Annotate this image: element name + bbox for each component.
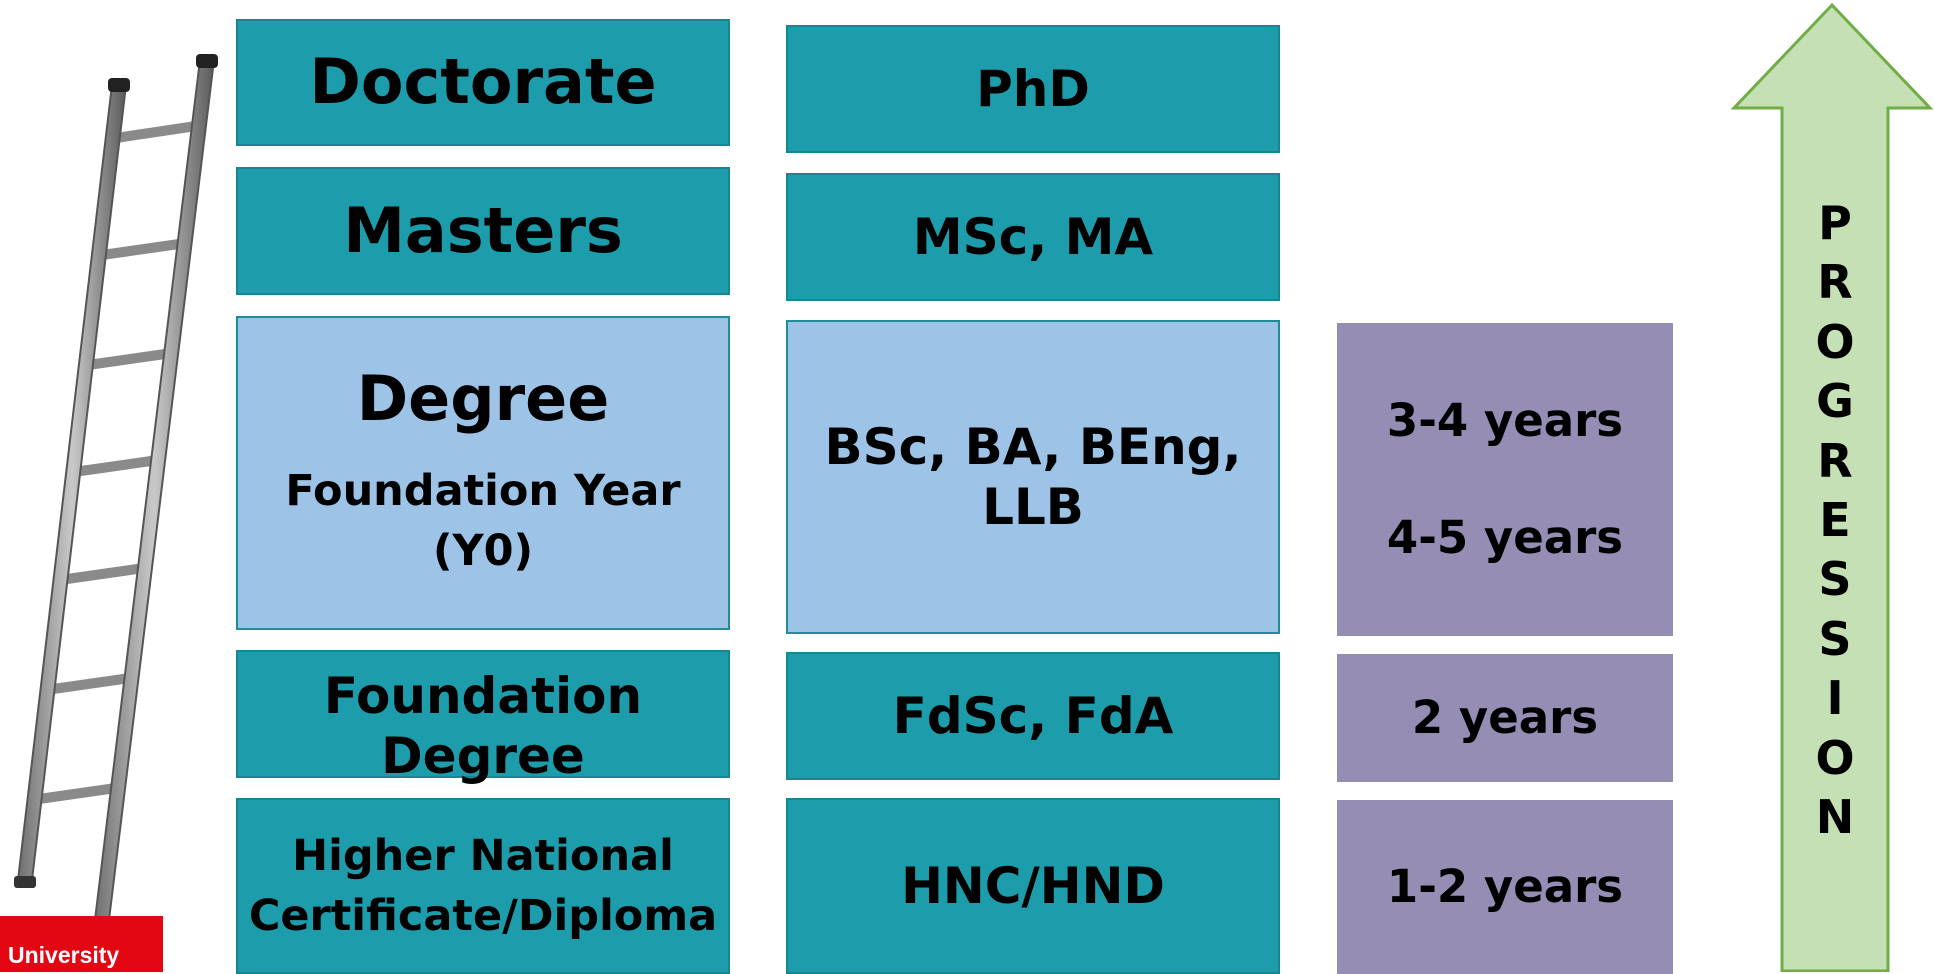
level-degree: Degree Foundation Year (Y0) (236, 316, 730, 630)
university-logo: University (0, 916, 163, 972)
duration-foundation-degree: 2 years (1337, 654, 1673, 782)
qual-degree-label-line2: LLB (982, 478, 1084, 536)
duration-hn-label: 1-2 years (1386, 860, 1624, 913)
qual-doctorate: PhD (786, 25, 1280, 153)
progression-letter: S (1818, 611, 1852, 666)
qual-degree-label-line1: BSc, BA, BEng, (824, 418, 1242, 476)
qual-hn-label: HNC/HND (901, 857, 1165, 915)
level-doctorate-label: Doctorate (309, 45, 657, 119)
progression-letter: G (1816, 374, 1854, 429)
qual-foundation-degree-label: FdSc, FdA (892, 687, 1174, 745)
progression-letter: O (1815, 314, 1855, 369)
level-doctorate: Doctorate (236, 19, 730, 146)
duration-degree: 3-4 years 4-5 years (1337, 323, 1673, 636)
duration-higher-national: 1-2 years (1337, 800, 1673, 974)
foundation-degree-label-line2: Degree (381, 727, 585, 785)
foundation-degree-label-line1: Foundation (323, 667, 643, 725)
qual-foundation-degree: FdSc, FdA (786, 652, 1280, 780)
qual-higher-national: HNC/HND (786, 798, 1280, 974)
progression-arrow (1730, 2, 1934, 972)
foundation-year-label: Foundation Year (285, 465, 681, 516)
level-masters-label: Masters (343, 193, 623, 267)
foundation-year-code: (Y0) (432, 526, 534, 577)
progression-letter: P (1818, 196, 1852, 250)
progression-letter: R (1817, 433, 1853, 488)
qual-masters-label: MSc, MA (912, 208, 1154, 266)
level-degree-label: Degree (356, 361, 610, 435)
qual-degree: BSc, BA, BEng, LLB (786, 320, 1280, 634)
hn-label-line1: Higher National (292, 830, 674, 881)
progression-label: P R O G R E S S I O N (1780, 200, 1890, 840)
ladder-illustration (14, 54, 218, 936)
progression-letter: N (1815, 789, 1855, 844)
duration-foundation-year-label: 4-5 years (1386, 510, 1624, 564)
progression-letter: S (1818, 552, 1852, 607)
progression-letter: R (1817, 255, 1853, 310)
level-foundation-degree: Foundation Degree (236, 650, 730, 785)
level-higher-national: Higher National Certificate/Diploma (236, 798, 730, 974)
progression-letter: I (1826, 671, 1844, 726)
hn-label-line2: Certificate/Diploma (248, 891, 718, 941)
duration-foundation-degree-label: 2 years (1411, 691, 1599, 744)
qual-doctorate-label: PhD (976, 60, 1090, 118)
progression-letter: O (1815, 730, 1855, 785)
level-masters: Masters (236, 167, 730, 295)
progression-letter: E (1819, 492, 1851, 547)
duration-degree-label: 3-4 years (1386, 394, 1624, 448)
qual-masters: MSc, MA (786, 173, 1280, 301)
